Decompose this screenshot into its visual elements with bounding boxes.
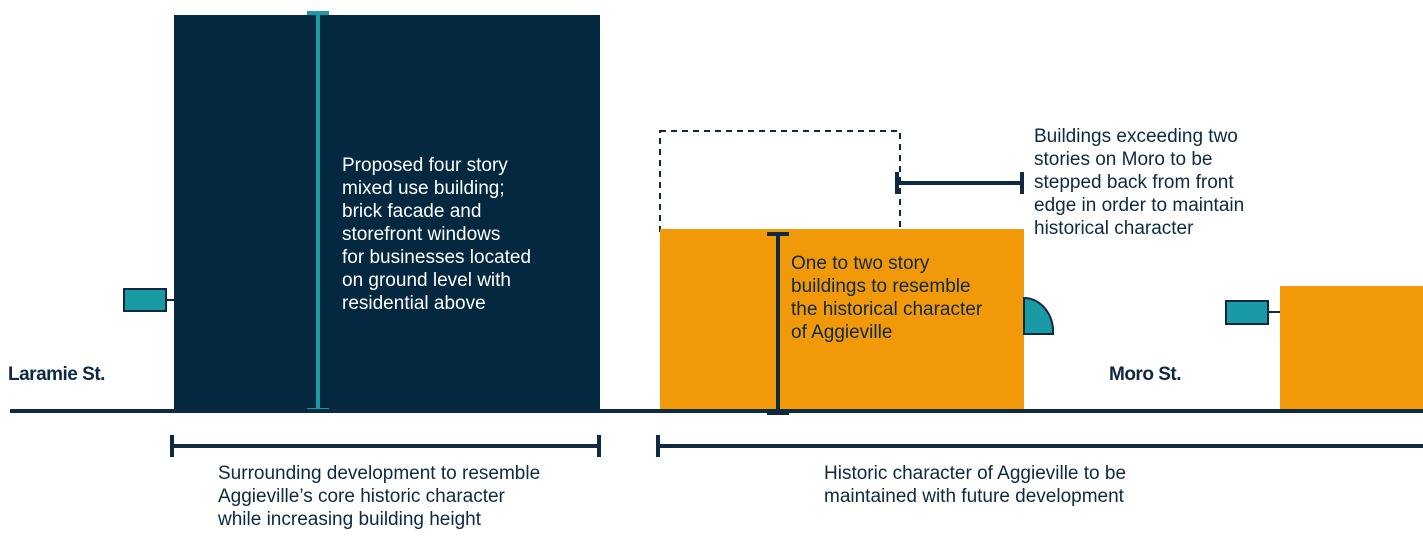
wall-lamp-icon — [123, 288, 174, 312]
wall-lamp-icon-right — [1225, 300, 1280, 325]
stepback-annotation: Buildings exceeding two stories on Moro … — [1034, 126, 1245, 239]
right-orange-building — [1280, 286, 1423, 411]
right-extent-dimension — [656, 435, 1423, 457]
awning-icon — [1023, 296, 1055, 335]
right-caption: Historic character of Aggieville to be m… — [824, 463, 1127, 507]
stepback-dimension — [895, 172, 1024, 194]
historic-building — [660, 229, 1024, 411]
stepback-dashed-outline — [659, 130, 901, 234]
street-label-laramie: Laramie St. — [8, 364, 105, 385]
left-caption: Surrounding development to resemble Aggi… — [218, 463, 541, 530]
proposed-tall-building — [174, 15, 600, 411]
street-label-moro: Moro St. — [1109, 364, 1182, 385]
historic-building-annotation: One to two story buildings to resemble t… — [791, 253, 983, 343]
left-extent-dimension — [170, 435, 601, 457]
tall-building-annotation: Proposed four story mixed use building; … — [342, 155, 532, 314]
